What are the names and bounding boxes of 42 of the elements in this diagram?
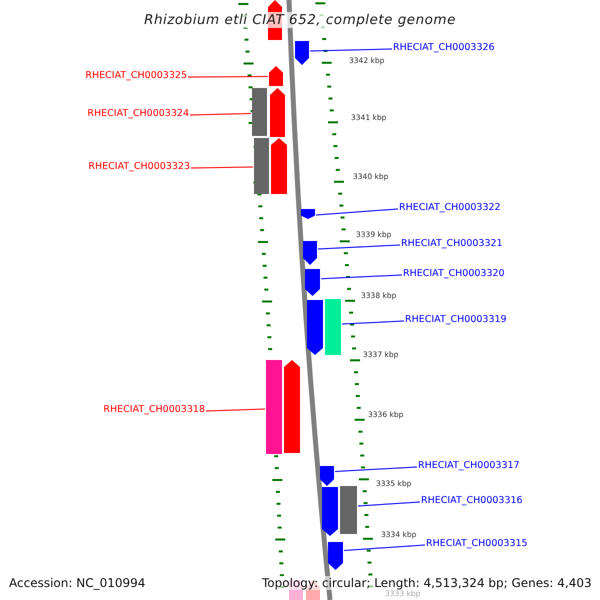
gene-block xyxy=(252,88,267,136)
leader-line xyxy=(206,408,266,412)
gene-label: RHECIAT_CH0003319 xyxy=(405,314,507,326)
gene-feature xyxy=(284,360,300,453)
gene-label: RHECIAT_CH0003320 xyxy=(403,268,505,280)
gene-label: RHECIAT_CH0003321 xyxy=(401,238,503,250)
gene-label: RHECIAT_CH0003317 xyxy=(418,460,520,472)
gene-label: RHECIAT_CH0003324 xyxy=(87,108,189,120)
gene-feature xyxy=(295,41,309,65)
gene-block xyxy=(340,486,357,534)
gene-feature xyxy=(270,88,285,137)
leader-line xyxy=(188,76,268,78)
footer-text: Accession: NC_010994 xyxy=(9,576,146,590)
gene-label: RHECIAT_CH0003318 xyxy=(103,404,205,416)
gene-label: RHECIAT_CH0003323 xyxy=(88,161,190,173)
gene-label: RHECIAT_CH0003325 xyxy=(85,70,187,82)
gene-block xyxy=(325,299,341,355)
gene-feature xyxy=(328,542,343,570)
leader-line xyxy=(190,166,254,168)
gene-label: RHECIAT_CH0003322 xyxy=(399,202,501,214)
gene-feature xyxy=(307,300,323,355)
gene-label: RHECIAT_CH0003315 xyxy=(426,538,528,550)
leader-line xyxy=(190,113,252,116)
gene-feature xyxy=(320,466,334,486)
gene-feature xyxy=(269,66,283,86)
leader-line xyxy=(320,274,402,280)
gene-feature xyxy=(305,269,320,296)
leader-line xyxy=(318,244,400,250)
gene-feature xyxy=(271,138,287,194)
leader-line xyxy=(310,48,392,52)
title: Rhizobium etli CIAT 652, complete genome xyxy=(142,12,458,28)
gene-feature xyxy=(301,209,315,219)
leader-line xyxy=(342,320,404,324)
gene-block xyxy=(266,360,282,454)
gene-label: RHECIAT_CH0003326 xyxy=(393,42,495,54)
gene-label: RHECIAT_CH0003316 xyxy=(421,495,523,507)
leader-line xyxy=(344,544,426,551)
gene-feature xyxy=(303,241,317,265)
footer-text: Topology: circular; Length: 4,513,324 bp; Genes: 4,403 xyxy=(262,576,592,590)
leader-line xyxy=(334,466,418,472)
gene-block xyxy=(254,138,269,194)
leader-line xyxy=(316,208,398,216)
